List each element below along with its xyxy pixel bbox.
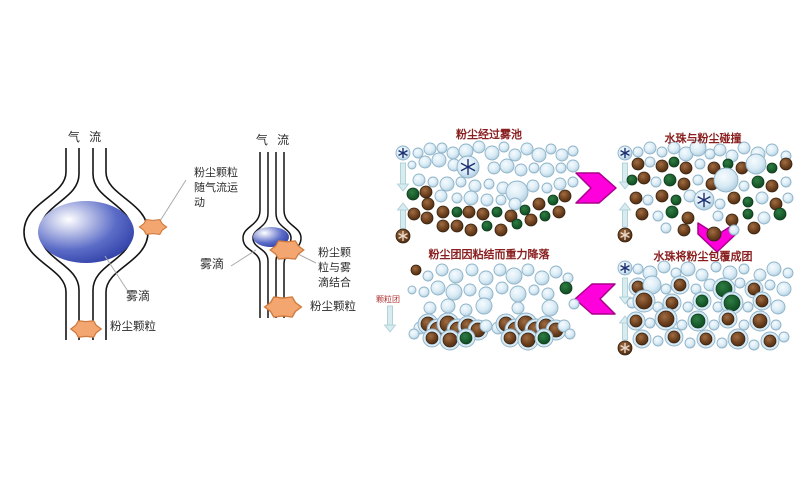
particle-cluster-label: 颗粒团: [376, 295, 400, 304]
dust-particle-label-left: 粉尘颗粒: [110, 321, 156, 333]
dust-combine-label: 粉尘颗 粒与雾 滴结合: [318, 247, 351, 289]
airflow-label-middle: 气 流: [255, 133, 293, 147]
dust-particle-blob: [263, 296, 303, 318]
mist-droplet-label-middle: 雾滴: [200, 257, 225, 271]
label-connector: [297, 253, 317, 264]
dust-particle-blob: [269, 240, 305, 260]
panel-title-settle: 粉尘团因粘结而重力降落: [428, 249, 550, 261]
panel-particles-pass: [395, 140, 580, 244]
panel-title-pass: 粉尘经过雾池: [456, 129, 522, 141]
panel-title-collide: 水珠与粉尘碰撞: [664, 133, 742, 145]
panel-title-coat: 水珠将粉尘包覆成团: [653, 251, 753, 263]
flow-arrow-right-icon: [575, 172, 617, 204]
left-flow-diagram: [23, 148, 187, 340]
label-connector: [230, 249, 257, 267]
panel-particles-coat: [617, 260, 794, 356]
mist-droplet-large: [38, 201, 134, 263]
dust-particle-blob: [138, 219, 168, 235]
airflow-label-left: 气 流: [67, 130, 105, 144]
dust-particle-label-middle: 粉尘颗粒: [310, 301, 356, 313]
label-connector: [104, 255, 132, 297]
mist-droplet-label-left: 雾滴: [126, 289, 151, 303]
flow-arrow-left-icon: [574, 283, 616, 315]
middle-flow-diagram: [230, 152, 317, 318]
dust-follow-airflow-label: 粉尘颗粒 随气流运 动: [194, 167, 238, 209]
panel-particles-settle: [383, 263, 580, 351]
label-connector: [159, 179, 187, 222]
dust-particle-blob: [69, 320, 103, 338]
panel-particles-collide: [617, 139, 794, 243]
